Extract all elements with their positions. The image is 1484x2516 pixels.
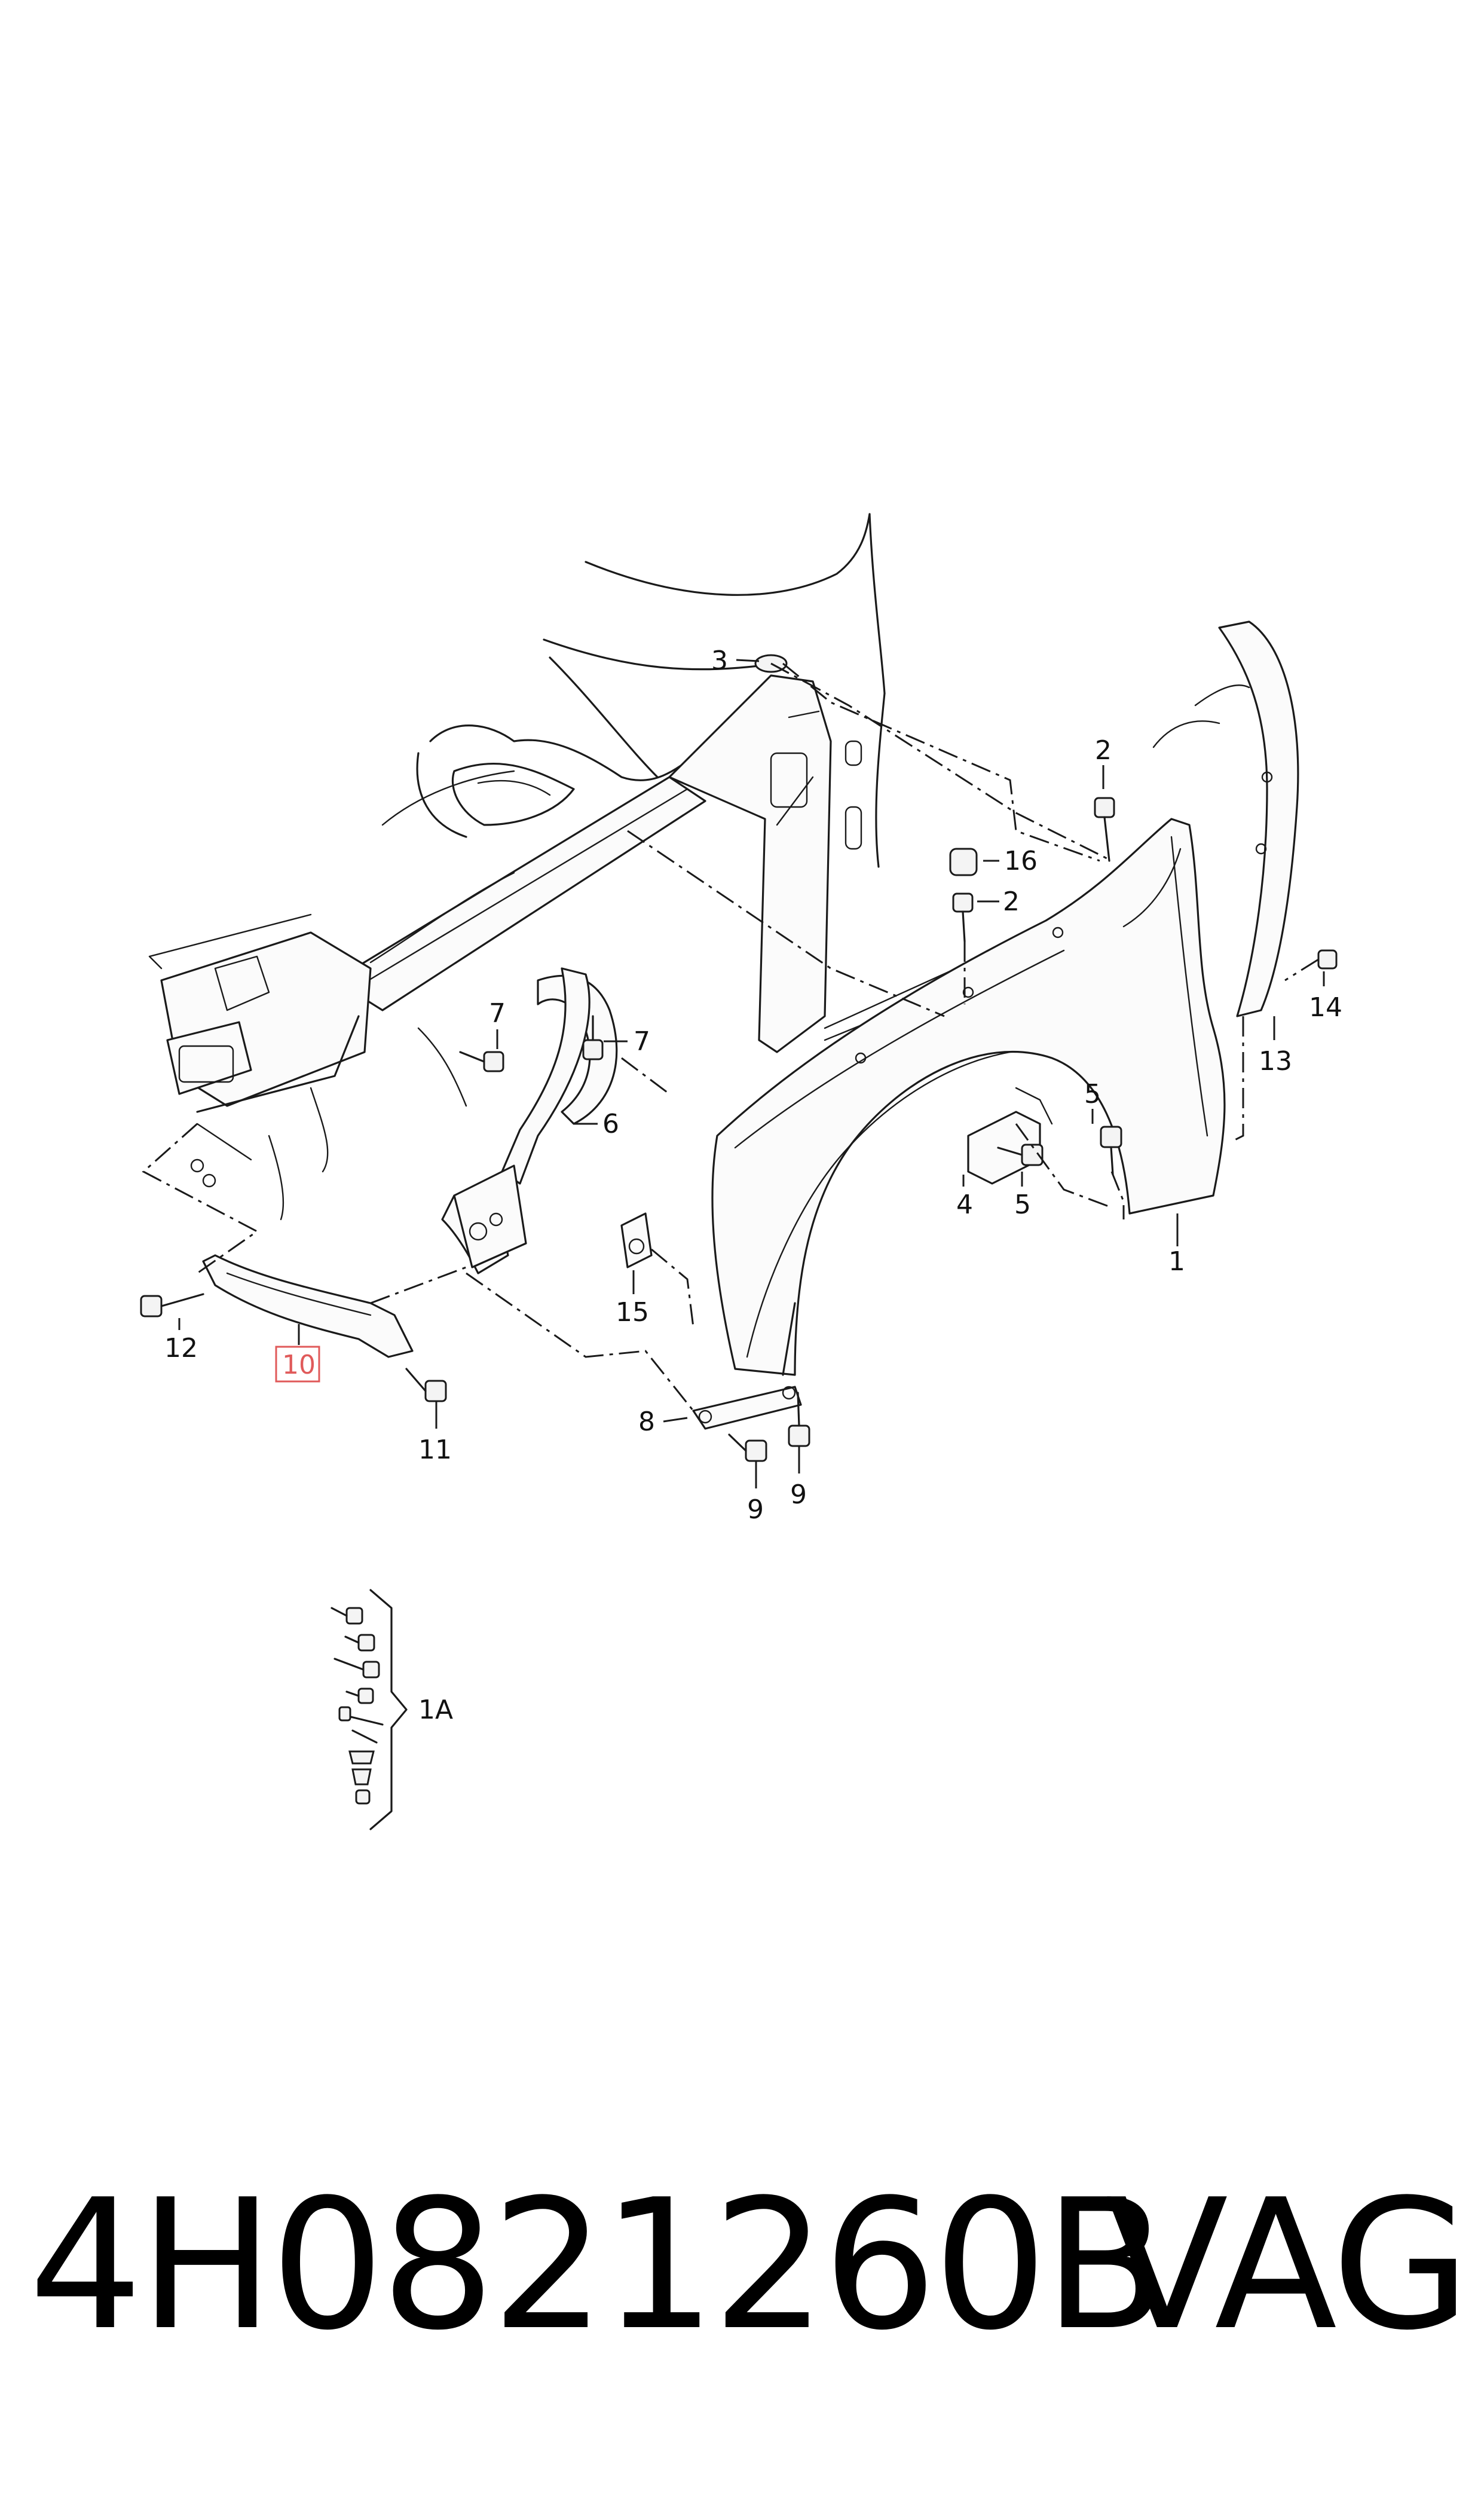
part-number: 4H0821260B	[29, 2161, 1167, 2370]
leader-lines	[178, 659, 1325, 1488]
clip-part	[620, 1212, 653, 1268]
callout-12: 12	[164, 1333, 198, 1364]
callout-16: 16	[1004, 846, 1038, 876]
hinge-bracket	[417, 967, 618, 1274]
fender-seal	[1152, 620, 1299, 1017]
callout-7-right: 7	[634, 1026, 650, 1057]
callout-13: 13	[1259, 1046, 1292, 1077]
callout-15: 15	[616, 1297, 649, 1328]
callout-14: 14	[1309, 992, 1342, 1023]
lower-bracket	[692, 1386, 802, 1430]
body-structure	[148, 513, 957, 1221]
callout-2-top: 2	[1095, 735, 1112, 766]
hardware-kit	[331, 1589, 408, 1830]
callout-3: 3	[711, 646, 728, 676]
callout-8: 8	[638, 1407, 655, 1437]
callout-10: 10	[282, 1350, 316, 1380]
callout-1: 1	[1168, 1246, 1185, 1277]
brand-name: VAG	[1106, 2161, 1470, 2370]
assembly-lines	[142, 662, 1319, 1411]
callout-11: 11	[418, 1435, 452, 1465]
callout-7-left: 7	[489, 998, 506, 1029]
callout-2-lower: 2	[1003, 886, 1020, 917]
callout-1a: 1A	[418, 1695, 453, 1725]
callout-9-left: 9	[747, 1494, 764, 1525]
callout-6: 6	[602, 1109, 619, 1139]
callout-9-right: 9	[790, 1479, 807, 1510]
callout-labels: 1 1A 2 2 3 4 5 5 6 7 7 8 9 9 10 11 12 13…	[164, 646, 1342, 1725]
callout-5-lower: 5	[1014, 1190, 1031, 1220]
brace-part	[202, 1254, 414, 1358]
mount-bracket	[967, 1087, 1053, 1185]
fender	[711, 818, 1226, 1376]
callout-10-highlight-box	[275, 1346, 320, 1383]
callout-5-top: 5	[1084, 1079, 1101, 1109]
callout-4: 4	[956, 1190, 973, 1220]
exploded-parts-diagram: 1 1A 2 2 3 4 5 5 6 7 7 8 9 9 10 11 12 13…	[140, 513, 1342, 1830]
